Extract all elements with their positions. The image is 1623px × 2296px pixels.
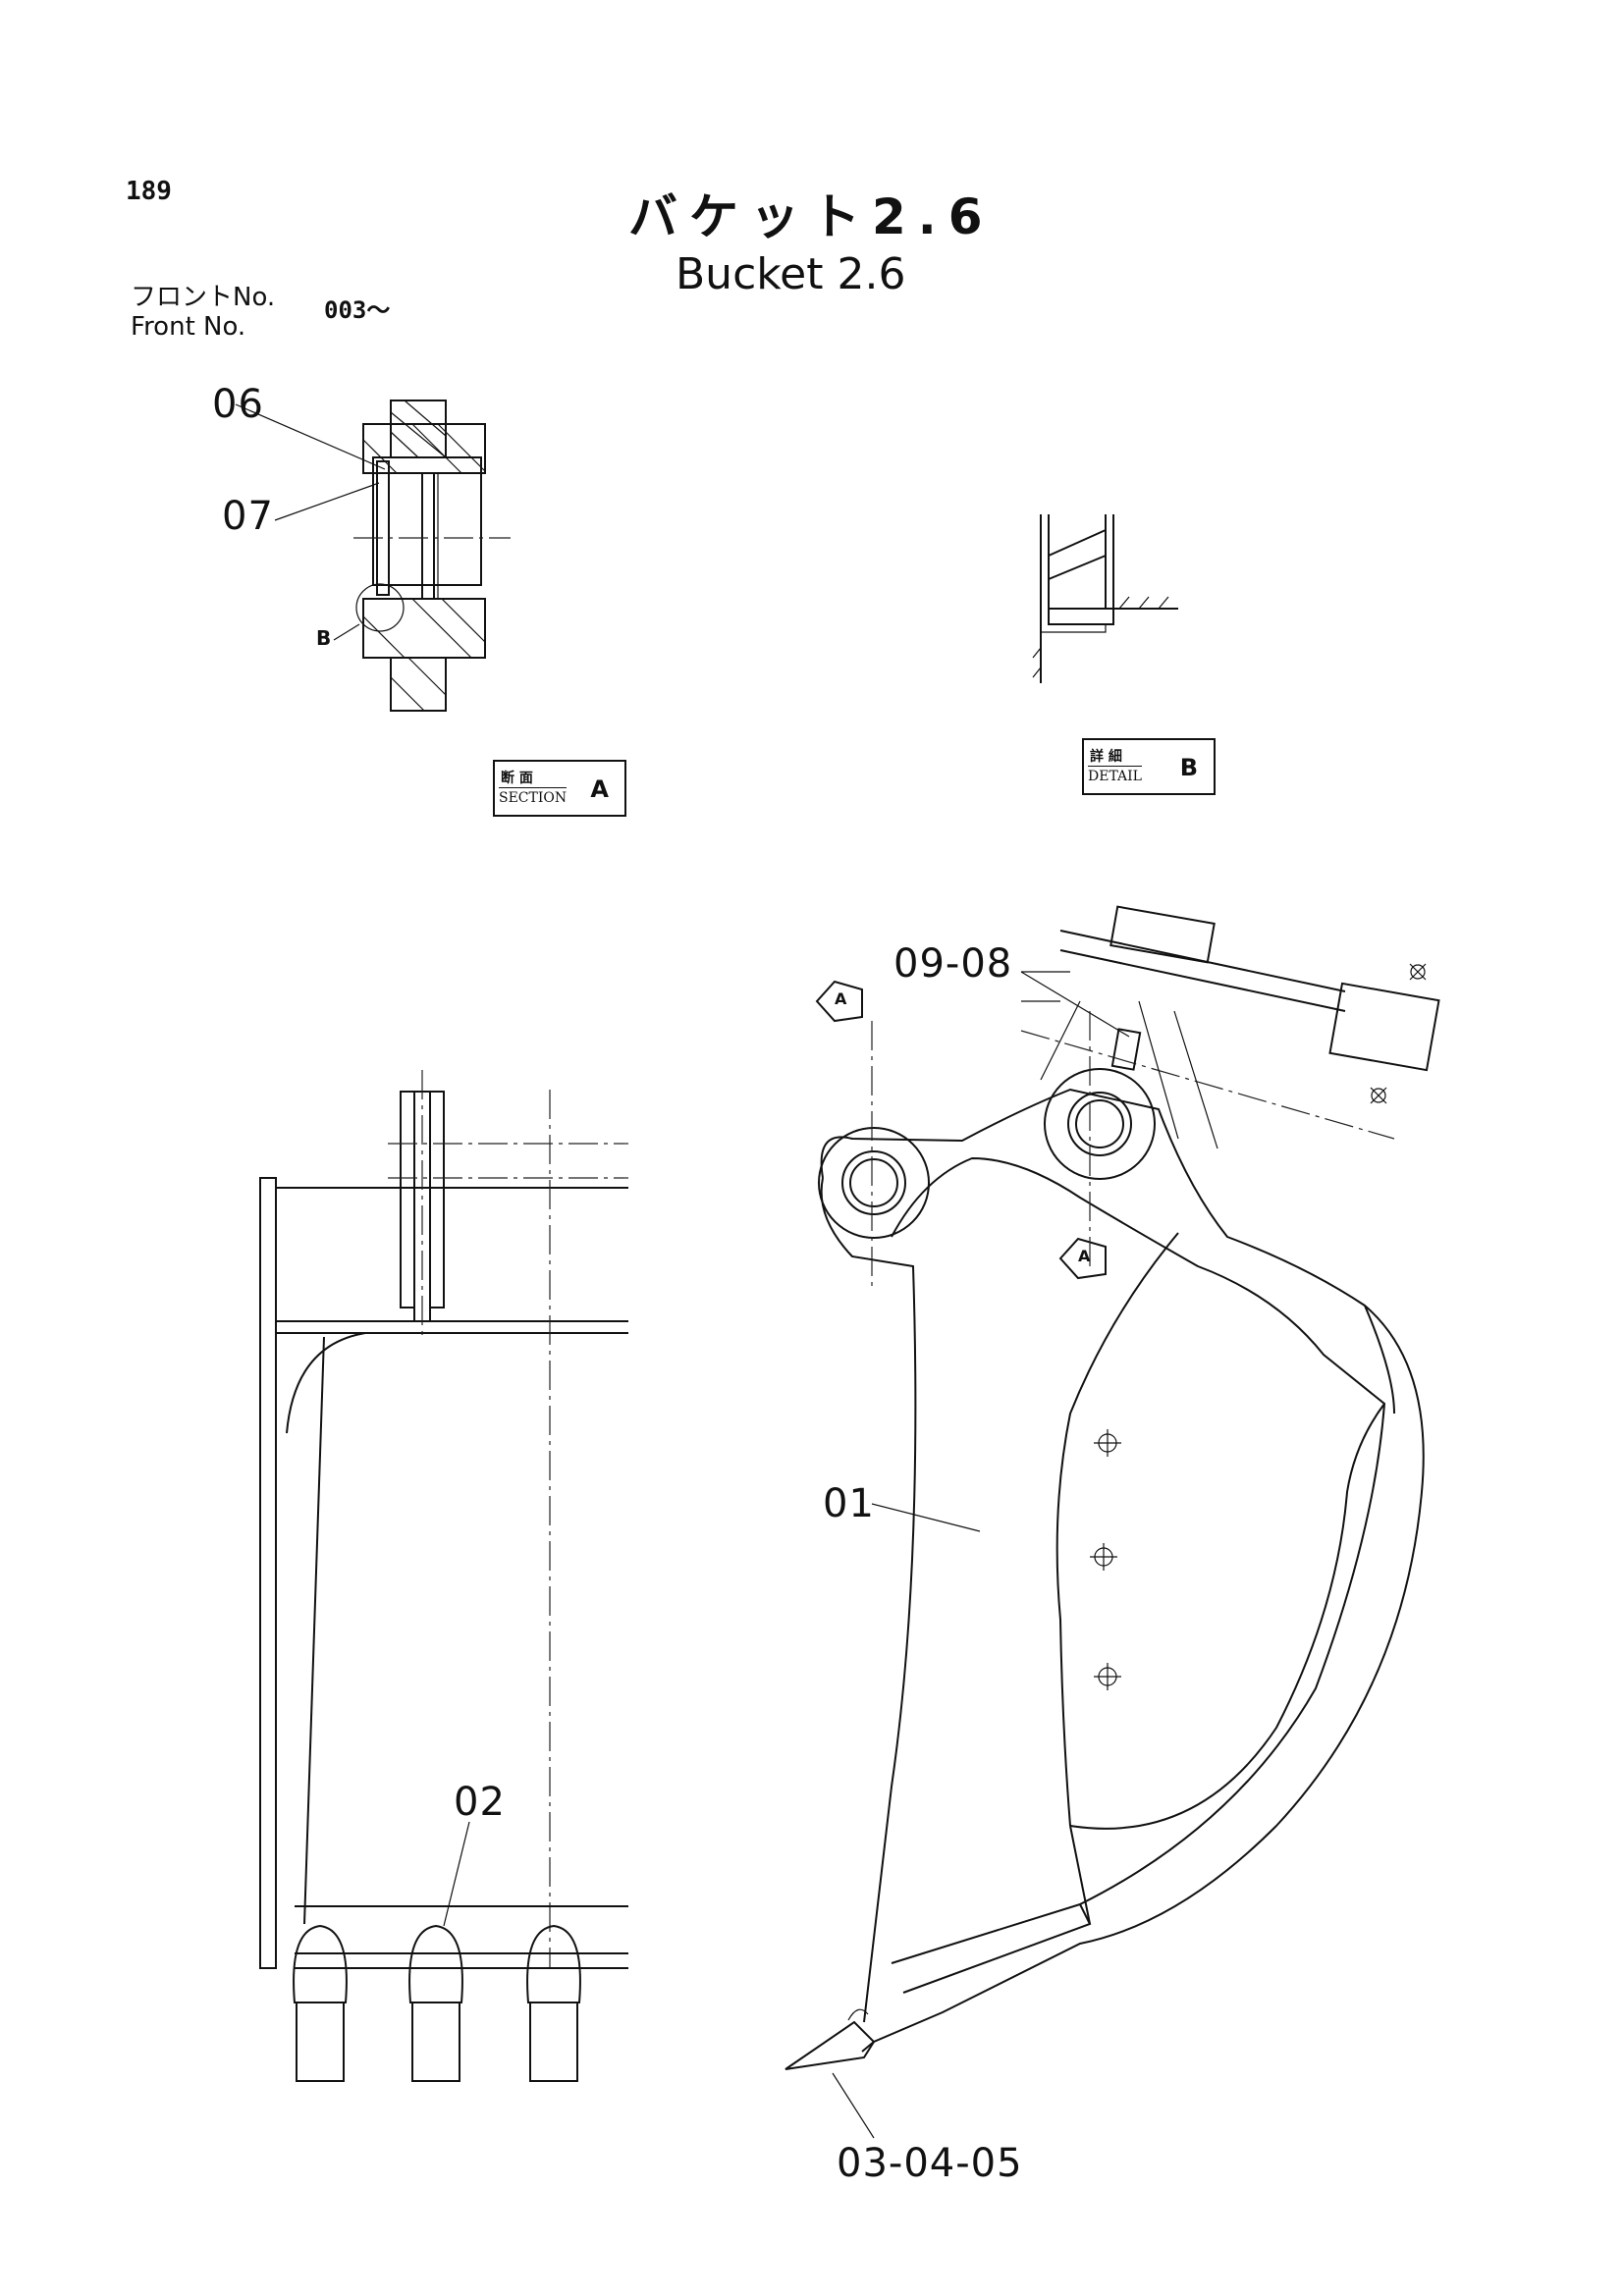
detail-box-ja: 詳 細	[1090, 749, 1122, 765]
section-arrow-a-top: A	[835, 989, 848, 1008]
detail-b-box: 詳 細 DETAIL B	[1082, 738, 1216, 795]
callout-09-08: 09-08	[893, 941, 1013, 987]
front-label-english: Front No.	[131, 312, 246, 342]
section-box-letter: A	[590, 775, 609, 803]
callout-01: 01	[823, 1481, 875, 1526]
title-english: Bucket 2.6	[676, 249, 906, 299]
detail-box-letter: B	[1179, 754, 1198, 781]
front-label-japanese: フロントNo.	[131, 283, 276, 312]
callout-06: 06	[212, 382, 264, 427]
bucket-side-view	[784, 905, 1440, 2139]
title-japanese: バケット2.6	[628, 188, 995, 245]
teeth	[293, 1924, 581, 2082]
callout-07: 07	[222, 494, 274, 539]
callout-02: 02	[454, 1780, 506, 1825]
callout-b: B	[316, 626, 333, 650]
section-a-box: 断 面 SECTION A	[493, 760, 626, 817]
page-number: 189	[126, 177, 172, 206]
section-box-en: SECTION	[499, 787, 568, 806]
bucket-front-view	[259, 1070, 628, 2082]
section-box-ja: 断 面	[501, 771, 533, 786]
section-a-view	[235, 400, 511, 712]
callout-03-04-05: 03-04-05	[837, 2141, 1023, 2186]
front-number: 003～	[324, 296, 391, 324]
detail-box-en: DETAIL	[1088, 766, 1142, 784]
detail-b-view	[1032, 514, 1178, 683]
section-arrow-a-lower: A	[1078, 1247, 1092, 1265]
